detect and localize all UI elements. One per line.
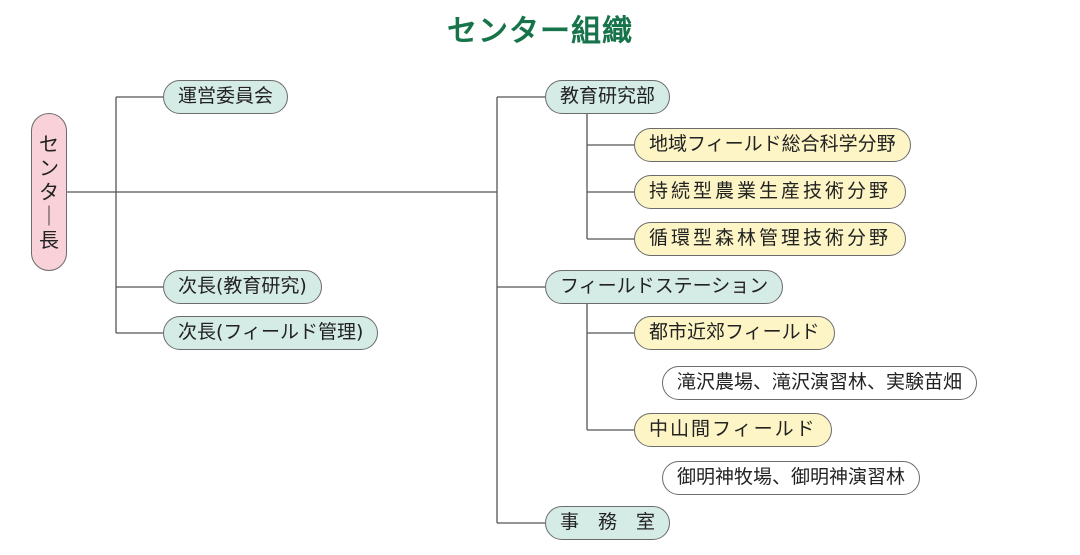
center-director-label: センタ｜長 [39, 132, 59, 252]
page-title: センター組織 [447, 14, 633, 49]
field-node-forest: 循環型森林管理技術分野 [634, 222, 907, 256]
field-node-regional: 地域フィールド総合科学分野 [634, 128, 911, 162]
mountain-field-node: 中山間フィールド [634, 413, 832, 447]
field-node-agriculture: 持続型農業生産技術分野 [634, 175, 907, 209]
committee-node: 運営委員会 [163, 80, 289, 114]
suburban-sites-node: 滝沢農場、滝沢演習林、実験苗畑 [662, 366, 978, 400]
suburban-field-node: 都市近郊フィールド [634, 316, 835, 350]
education-dept-node: 教育研究部 [545, 80, 671, 114]
mountain-sites-node: 御明神牧場、御明神演習林 [662, 461, 921, 495]
center-director-node: センタ｜長 [31, 113, 67, 271]
deputy-field-node: 次長(フィールド管理) [163, 316, 379, 350]
office-node: 事 務 室 [545, 506, 671, 540]
deputy-education-node: 次長(教育研究) [163, 270, 322, 304]
field-station-node: フィールドステーション [545, 270, 784, 304]
